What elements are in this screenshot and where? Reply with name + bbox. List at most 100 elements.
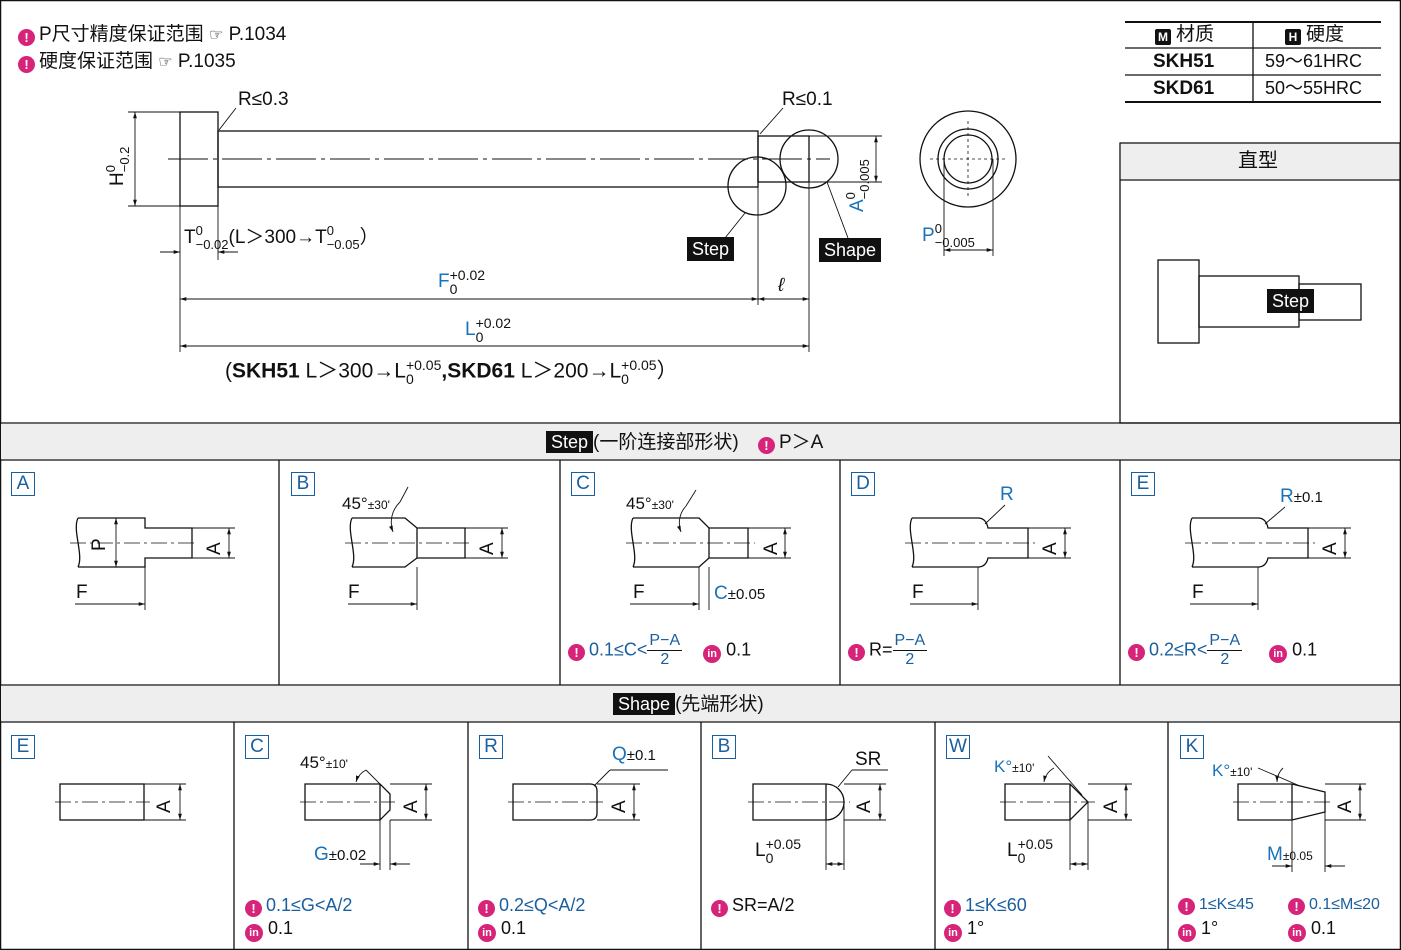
material-badge: M (1155, 29, 1171, 45)
alert-icon: ! (711, 900, 728, 917)
c-label: C±0.05 (714, 583, 766, 604)
alert-icon: ! (568, 644, 585, 662)
hand-pointer-icon: ☞ (158, 54, 173, 71)
f-label: F (76, 582, 88, 603)
alert-icon: ! (1178, 898, 1195, 915)
f-label: F (348, 582, 360, 603)
a-label: A (854, 800, 875, 813)
g-label: G±0.02 (314, 844, 367, 865)
a-label: A (1101, 800, 1122, 813)
a-label: A (1320, 542, 1341, 555)
step-type-c[interactable]: C (571, 472, 595, 496)
r-right-label: R≤0.1 (782, 89, 833, 110)
hardness-cell: 59～61HRC (1265, 51, 1363, 71)
p-accuracy-ref-link[interactable]: P.1034 (228, 24, 287, 45)
shape-type-e[interactable]: E (11, 735, 35, 759)
step-tag: Step (546, 431, 594, 453)
alert-icon: ! (18, 29, 35, 46)
r-label: R±0.1 (1280, 486, 1323, 507)
m-label: M±0.05 (1267, 844, 1313, 865)
shape-k-condition-k: !1≤K≤45 (1178, 896, 1254, 915)
k-angle-label: K°±10' (994, 757, 1035, 776)
shape-type-w[interactable]: W (946, 735, 970, 759)
p-label: P (89, 538, 110, 551)
shape-type-k[interactable]: K (1180, 735, 1204, 759)
a-label: A (154, 800, 175, 813)
shape-tag: Shape (613, 693, 676, 715)
alert-icon: ! (18, 56, 35, 73)
angle-label: 45°±30' (626, 494, 674, 513)
step-type-b[interactable]: B (291, 472, 315, 496)
alert-icon: ! (944, 900, 961, 917)
alert-icon: ! (1128, 644, 1145, 662)
k-angle-label: K°±10' (1212, 761, 1253, 780)
f-label: F (1192, 582, 1204, 603)
increment-icon: in (1288, 924, 1306, 942)
r-label: R (1000, 484, 1014, 505)
shape-r-condition: !0.2≤Q<A/2 (478, 895, 585, 917)
increment-icon: in (944, 924, 962, 942)
shape-k-condition-m: !0.1≤M≤20 (1288, 896, 1380, 915)
a-label: A (609, 800, 630, 813)
r-left-label: R≤0.3 (238, 89, 289, 110)
step-type-e[interactable]: E (1131, 472, 1155, 496)
straight-panel-title: 直型 (1238, 150, 1278, 172)
a-label: A (1040, 542, 1061, 555)
alert-icon: ! (757, 437, 775, 454)
alert-icon: ! (848, 644, 865, 662)
shape-type-r[interactable]: R (479, 735, 503, 759)
angle-label: 45°±30' (342, 494, 390, 513)
increment-icon: in (1178, 924, 1196, 942)
step-type-d[interactable]: D (851, 472, 875, 496)
hardness-badge: H (1285, 29, 1301, 45)
shape-type-c[interactable]: C (245, 735, 269, 759)
angle-label: 45°±10' (300, 753, 348, 772)
f-label: F (633, 582, 645, 603)
alert-icon: ! (245, 900, 262, 917)
hardness-note: !硬度保证范围 ☞ P.1035 (18, 52, 236, 73)
sr-label: SR (855, 749, 882, 770)
a-label: A (1335, 800, 1356, 813)
hand-pointer-icon: ☞ (208, 27, 224, 44)
a-label: A (477, 542, 498, 555)
f-label: F (912, 582, 924, 603)
ell-dimension: ℓ (778, 275, 785, 296)
hardness-cell: 50～55HRC (1265, 78, 1363, 98)
q-label: Q±0.1 (612, 744, 656, 765)
shape-section-header: Shape(先端形状) (613, 693, 764, 715)
material-cell: SKH51 (1153, 51, 1215, 72)
alert-icon: ! (1288, 898, 1305, 915)
shape-type-b[interactable]: B (712, 735, 736, 759)
increment-icon: in (245, 924, 263, 942)
a-label: A (401, 800, 422, 813)
step-tag: Step (1267, 289, 1315, 313)
hardness-ref-link[interactable]: P.1035 (177, 51, 236, 72)
step-type-a[interactable]: A (11, 472, 35, 496)
shape-b-condition: !SR=A/2 (711, 895, 795, 917)
increment-icon: in (1269, 645, 1288, 664)
shape-w-condition: !1≤K≤60 (944, 895, 1027, 917)
material-cell: SKD61 (1153, 78, 1215, 99)
a-label: A (761, 542, 782, 555)
